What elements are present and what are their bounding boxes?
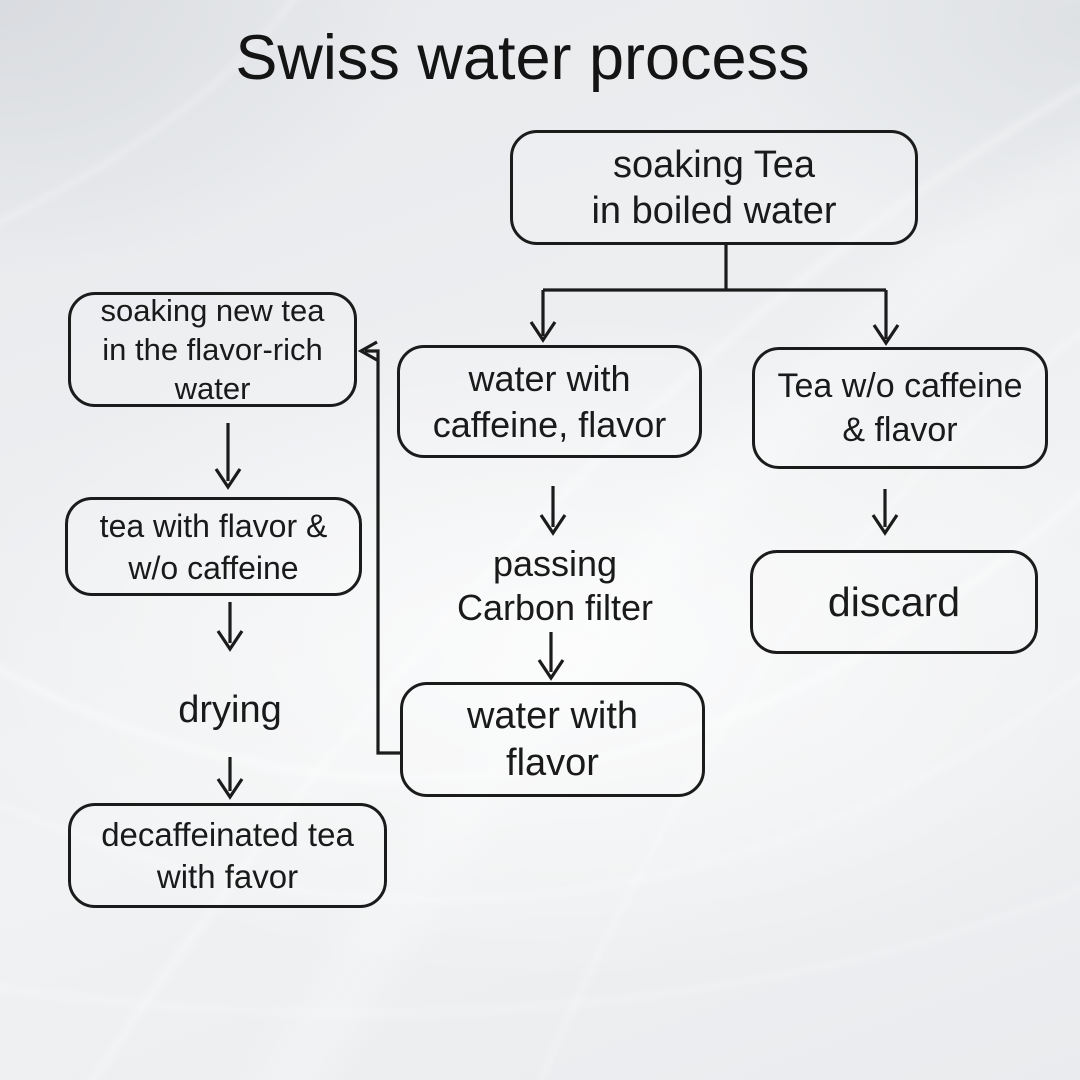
node-label: flavor xyxy=(506,741,599,784)
node-label: Carbon filter xyxy=(456,587,654,628)
arrowhead-down-icon xyxy=(871,514,899,536)
arrowhead-left-icon xyxy=(357,340,378,362)
node-label: water xyxy=(174,371,251,406)
node-tea-without-caffeine-flavor: Tea w/o caffeine & flavor xyxy=(752,347,1048,469)
node-label: in boiled water xyxy=(591,189,837,232)
arrowhead-down-icon xyxy=(872,324,900,346)
arrowhead-down-icon xyxy=(216,778,244,800)
node-label: in the flavor-rich xyxy=(102,332,323,367)
edge-waterflavor-soakingnewtea xyxy=(365,349,400,755)
node-label: soaking Tea xyxy=(612,143,816,186)
node-label: passing xyxy=(492,543,618,584)
node-passing-carbon-filter: passing Carbon filter xyxy=(405,540,705,632)
node-label: decaffeinated tea xyxy=(101,815,354,853)
node-label: discard xyxy=(827,578,961,625)
node-tea-with-flavor-wo-caffeine: tea with flavor & w/o caffeine xyxy=(65,497,362,596)
arrowhead-down-icon xyxy=(529,321,557,343)
node-label: water with xyxy=(468,357,631,399)
page-title: Swiss water process xyxy=(235,23,810,93)
node-label: caffeine, flavor xyxy=(432,403,667,445)
node-label: w/o caffeine xyxy=(128,549,299,586)
node-label: drying xyxy=(178,688,282,731)
arrowhead-down-icon xyxy=(214,468,242,490)
node-water-with-caffeine-flavor: water with caffeine, flavor xyxy=(397,345,702,458)
node-water-with-flavor: water with flavor xyxy=(400,682,705,797)
node-soaking-new-tea: soaking new tea in the flavor-rich water xyxy=(68,292,357,407)
arrowhead-down-icon xyxy=(539,514,567,536)
node-soaking-tea: soaking Tea in boiled water xyxy=(510,130,918,245)
arrowhead-down-icon xyxy=(216,630,244,652)
edge-soaktea-split xyxy=(543,245,886,292)
node-label: soaking new tea xyxy=(100,293,325,328)
node-label: & flavor xyxy=(842,411,958,449)
node-label: Tea w/o caffeine xyxy=(777,367,1023,405)
node-label: tea with flavor & xyxy=(99,507,328,544)
node-drying: drying xyxy=(130,684,330,736)
node-label: with favor xyxy=(156,857,299,895)
node-discard: discard xyxy=(750,550,1038,654)
node-decaffeinated-tea: decaffeinated tea with favor xyxy=(68,803,387,908)
arrowhead-down-icon xyxy=(537,659,565,681)
node-label: water with xyxy=(466,694,639,737)
